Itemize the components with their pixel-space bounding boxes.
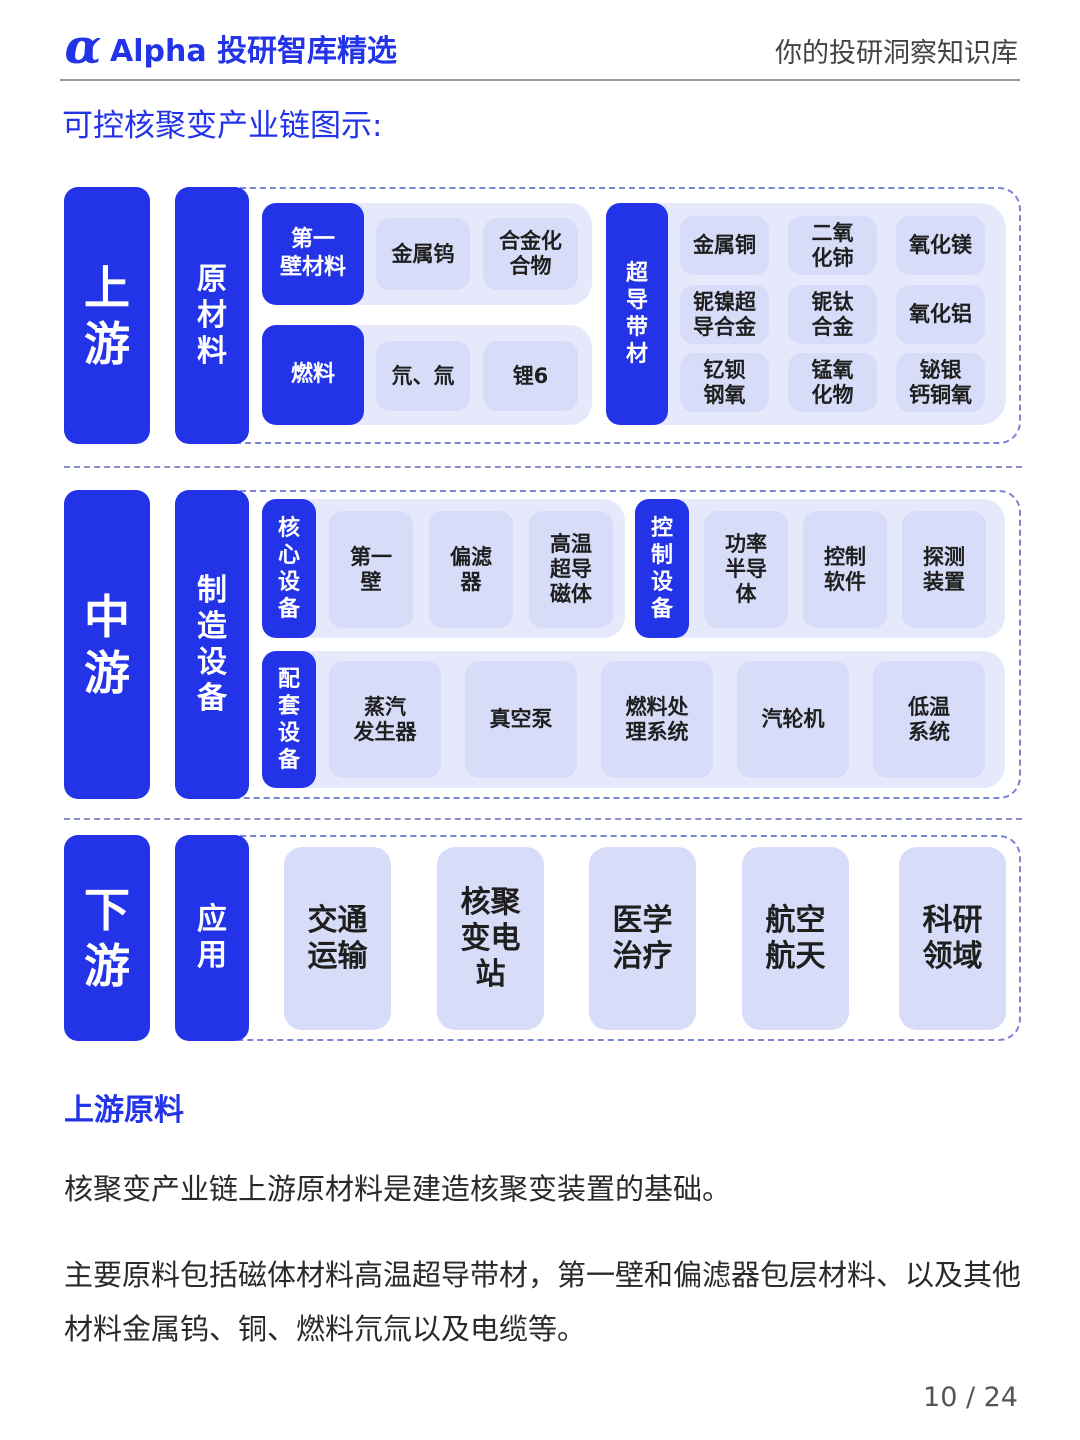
core-equipment-item: 高温 超导 磁体 bbox=[529, 511, 613, 628]
midstream-frame bbox=[178, 490, 1021, 799]
application-item: 科研 领域 bbox=[899, 847, 1006, 1030]
control-equipment-panel bbox=[635, 499, 1005, 638]
stage-divider bbox=[64, 818, 1022, 820]
brand-title: Alpha 投研智库精选 bbox=[110, 34, 398, 69]
section-subheading: 上游原料 bbox=[64, 1093, 184, 1128]
fuel-label: 燃料 bbox=[262, 325, 364, 425]
midstream-category-manufacturing-equipment: 制 造 设 备 bbox=[175, 490, 249, 799]
first-wall-item: 合金化 合物 bbox=[483, 218, 578, 290]
core-equipment-label: 核 心 设 备 bbox=[262, 499, 316, 638]
superconductor-item: 二氧 化铈 bbox=[788, 216, 877, 275]
first-wall-material-label: 第一 壁材料 bbox=[262, 203, 364, 305]
control-equipment-item: 功率 半导 体 bbox=[704, 511, 788, 628]
fuel-panel bbox=[262, 325, 592, 425]
application-item: 核聚 变电 站 bbox=[437, 847, 544, 1030]
stage-divider bbox=[64, 466, 1022, 468]
superconductor-item: 铌钛 合金 bbox=[788, 285, 877, 344]
superconductor-item: 钇钡 钢氧 bbox=[680, 353, 769, 412]
control-equipment-item: 探测 装置 bbox=[902, 511, 986, 628]
supporting-equipment-panel bbox=[262, 651, 1005, 788]
supporting-equipment-label: 配 套 设 备 bbox=[262, 651, 316, 788]
downstream-stage-label: 下 游 bbox=[64, 835, 150, 1041]
section-caption: 可控核聚变产业链图示: bbox=[62, 108, 383, 144]
superconductor-item: 氧化铝 bbox=[896, 285, 985, 344]
upstream-frame bbox=[178, 187, 1021, 444]
body-paragraph: 核聚变产业链上游原材料是建造核聚变装置的基础。 bbox=[64, 1172, 732, 1206]
supporting-equipment-item: 燃料处 理系统 bbox=[601, 661, 713, 778]
header-divider bbox=[60, 79, 1020, 81]
downstream-category-applications: 应 用 bbox=[175, 835, 249, 1041]
slogan: 你的投研洞察知识库 bbox=[775, 38, 1018, 69]
fuel-item: 锂6 bbox=[483, 341, 578, 411]
superconductor-item: 铌镍超 导合金 bbox=[680, 285, 769, 344]
control-equipment-item: 控制 软件 bbox=[803, 511, 887, 628]
body-paragraph: 主要原料包括磁体材料高温超导带材，第一壁和偏滤器包层材料、以及其他材料金属钨、铜… bbox=[64, 1258, 1022, 1346]
superconductor-tape-label: 超 导 带 材 bbox=[606, 203, 668, 425]
upstream-category-raw-materials: 原 材 料 bbox=[175, 187, 249, 444]
supporting-equipment-item: 真空泵 bbox=[465, 661, 577, 778]
application-item: 航空 航天 bbox=[742, 847, 849, 1030]
alpha-logo-icon: α bbox=[64, 19, 102, 75]
core-equipment-item: 第一 壁 bbox=[329, 511, 413, 628]
superconductor-item: 铋银 钙铜氧 bbox=[896, 353, 985, 412]
application-item: 医学 治疗 bbox=[589, 847, 696, 1030]
midstream-stage-label: 中 游 bbox=[64, 490, 150, 799]
core-equipment-item: 偏滤 器 bbox=[429, 511, 513, 628]
supporting-equipment-item: 蒸汽 发生器 bbox=[329, 661, 441, 778]
first-wall-item: 金属钨 bbox=[376, 218, 470, 290]
supporting-equipment-item: 低温 系统 bbox=[873, 661, 985, 778]
superconductor-item: 氧化镁 bbox=[896, 216, 985, 275]
first-wall-panel bbox=[262, 203, 592, 305]
downstream-frame bbox=[178, 835, 1021, 1041]
application-item: 交通 运输 bbox=[284, 847, 391, 1030]
fuel-item: 氘、氚 bbox=[376, 341, 470, 411]
page-number: 10 / 24 bbox=[923, 1382, 1018, 1413]
upstream-stage-label: 上 游 bbox=[64, 187, 150, 444]
superconductor-panel bbox=[606, 203, 1006, 425]
superconductor-item: 锰氧 化物 bbox=[788, 353, 877, 412]
control-equipment-label: 控 制 设 备 bbox=[635, 499, 689, 638]
superconductor-item: 金属铜 bbox=[680, 216, 769, 275]
core-equipment-panel bbox=[262, 499, 625, 638]
supporting-equipment-item: 汽轮机 bbox=[737, 661, 849, 778]
industry-chain-diagram: 上 游 原 材 料 第一 壁材料 金属钨 合金化 合物 燃料 氘、氚 锂6 超 … bbox=[64, 187, 1022, 1041]
